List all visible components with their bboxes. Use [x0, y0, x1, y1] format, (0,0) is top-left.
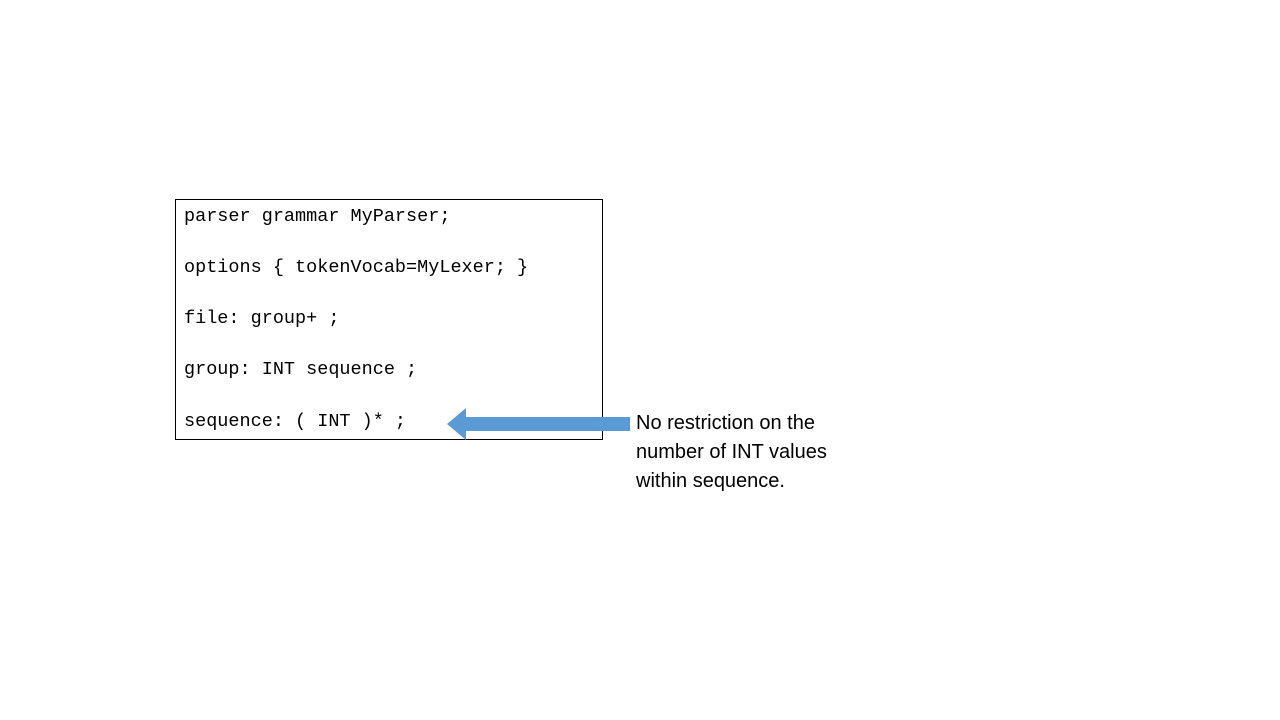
code-line-options: options { tokenVocab=MyLexer; } [184, 257, 529, 278]
code-line-parser-grammar: parser grammar MyParser; [184, 206, 451, 227]
annotation-line-1: No restriction on the [636, 412, 815, 434]
annotation-line-3: within sequence. [636, 470, 785, 492]
code-line-sequence-rule: sequence: ( INT )* ; [184, 411, 407, 432]
code-line-group-rule: group: INT sequence ; [184, 359, 418, 380]
left-arrow-icon [447, 408, 630, 440]
code-line-file-rule: file: group+ ; [184, 308, 340, 329]
annotation-text: No restriction on the number of INT valu… [636, 409, 876, 496]
grammar-code-box: parser grammar MyParser; options { token… [175, 199, 603, 440]
annotation-line-2: number of INT values [636, 441, 827, 463]
